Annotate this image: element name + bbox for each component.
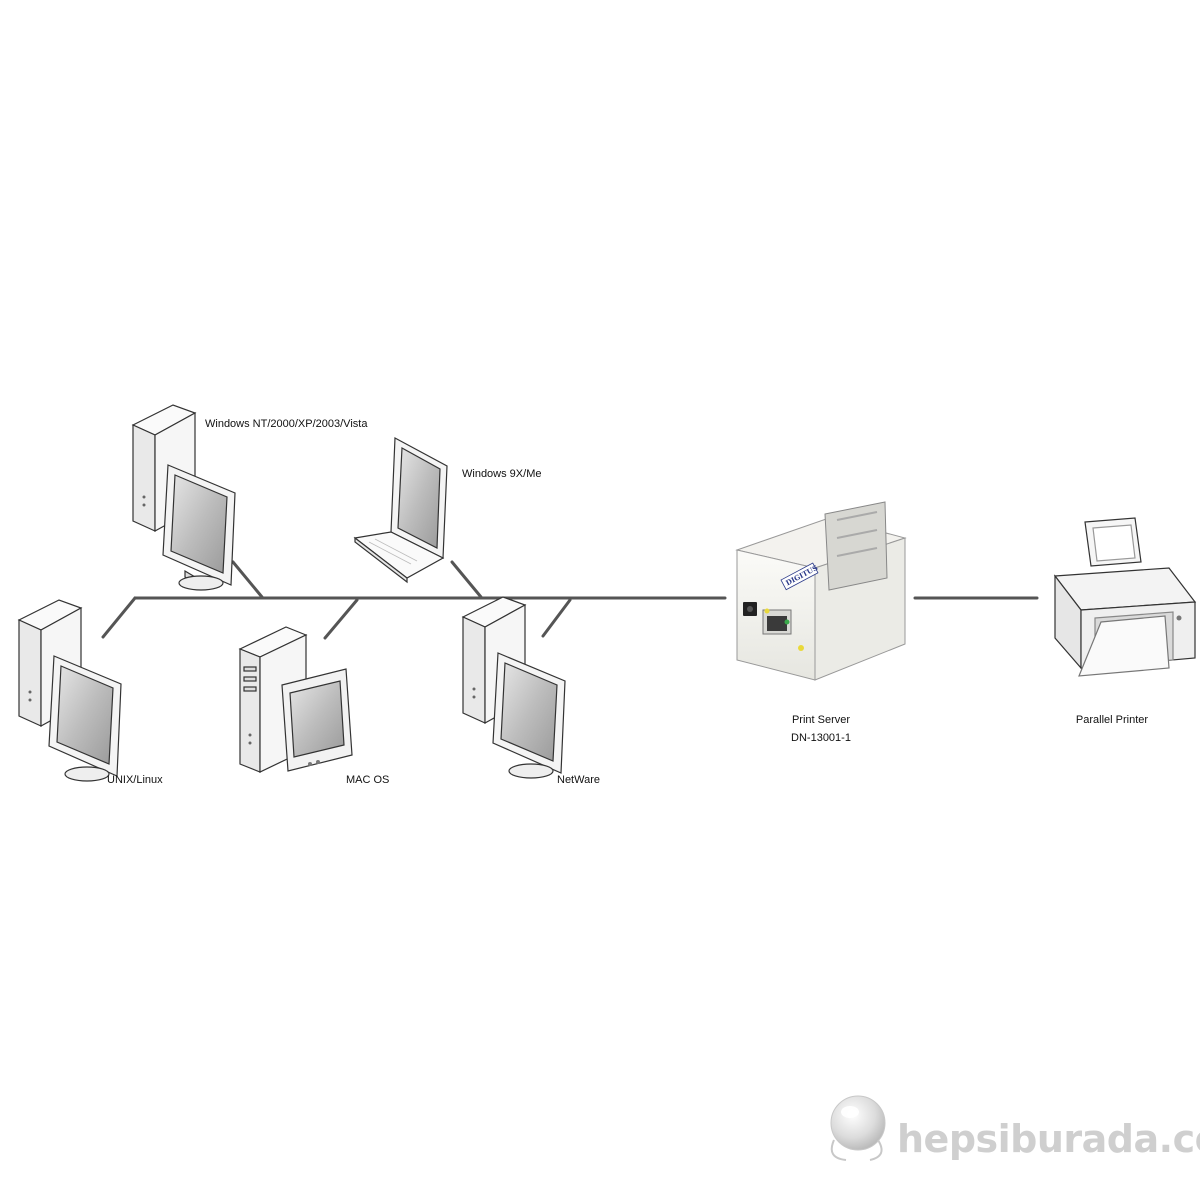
node-labels: Windows NT/2000/XP/2003/Vista Windows 9X… [107, 418, 1148, 786]
label-mac-os: MAC OS [346, 774, 389, 786]
link-mac [323, 598, 359, 640]
tower-pc-icon [461, 596, 566, 779]
label-unix-linux: UNIX/Linux [107, 774, 163, 786]
globe-logo-icon [830, 1095, 886, 1161]
label-windows-9x: Windows 9X/Me [462, 468, 541, 480]
link-win-9x [450, 560, 483, 599]
bus-drop-unix [101, 596, 137, 639]
connections [101, 560, 1039, 640]
label-print-server-model: DN-13001-1 [791, 732, 851, 744]
tower-pc-icon [131, 404, 236, 591]
link-win-nt [231, 560, 264, 599]
label-print-server: Print Server [792, 714, 850, 726]
label-parallel-printer: Parallel Printer [1076, 714, 1148, 726]
laptop-icon [353, 437, 448, 584]
mac-pc-icon [238, 626, 353, 773]
watermark: hepsiburada.com [830, 1095, 1200, 1161]
print-server-icon: DIGITUS [735, 501, 907, 681]
tower-pc-icon [17, 599, 122, 782]
printer-icon [1053, 517, 1197, 677]
watermark-text: hepsiburada.com [897, 1117, 1200, 1161]
label-windows-nt: Windows NT/2000/XP/2003/Vista [205, 418, 368, 430]
link-netware [541, 598, 572, 638]
label-netware: NetWare [557, 774, 600, 786]
